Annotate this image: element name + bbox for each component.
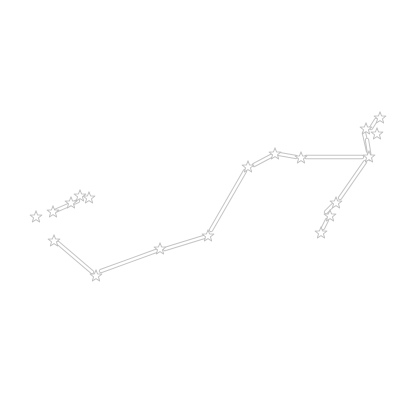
constellation-link	[209, 169, 247, 232]
star-icon	[370, 127, 384, 140]
star-icon	[359, 122, 373, 135]
star-icon	[329, 196, 343, 209]
constellation-link	[252, 154, 273, 167]
star-icon	[314, 226, 328, 239]
star-icon	[89, 269, 103, 282]
constellation-link	[56, 241, 94, 274]
star-icon	[64, 196, 78, 209]
constellation-link	[163, 235, 206, 251]
star-icon	[294, 151, 308, 164]
star-icon	[73, 189, 87, 202]
star-icon	[153, 242, 167, 255]
star-icon	[82, 191, 96, 204]
star-icon	[47, 234, 61, 247]
constellation-link	[99, 249, 158, 273]
constellation-stars	[29, 111, 387, 282]
constellation-links	[52, 117, 379, 275]
star-icon	[323, 209, 337, 222]
star-icon	[46, 205, 60, 218]
star-icon	[201, 229, 215, 242]
star-icon	[268, 147, 282, 160]
star-icon	[29, 210, 43, 223]
constellation-link	[324, 203, 335, 214]
star-icon	[241, 160, 255, 173]
star-icon	[373, 111, 387, 124]
star-icon	[362, 150, 376, 163]
constellation-link	[338, 160, 367, 200]
constellation-link	[277, 152, 298, 159]
